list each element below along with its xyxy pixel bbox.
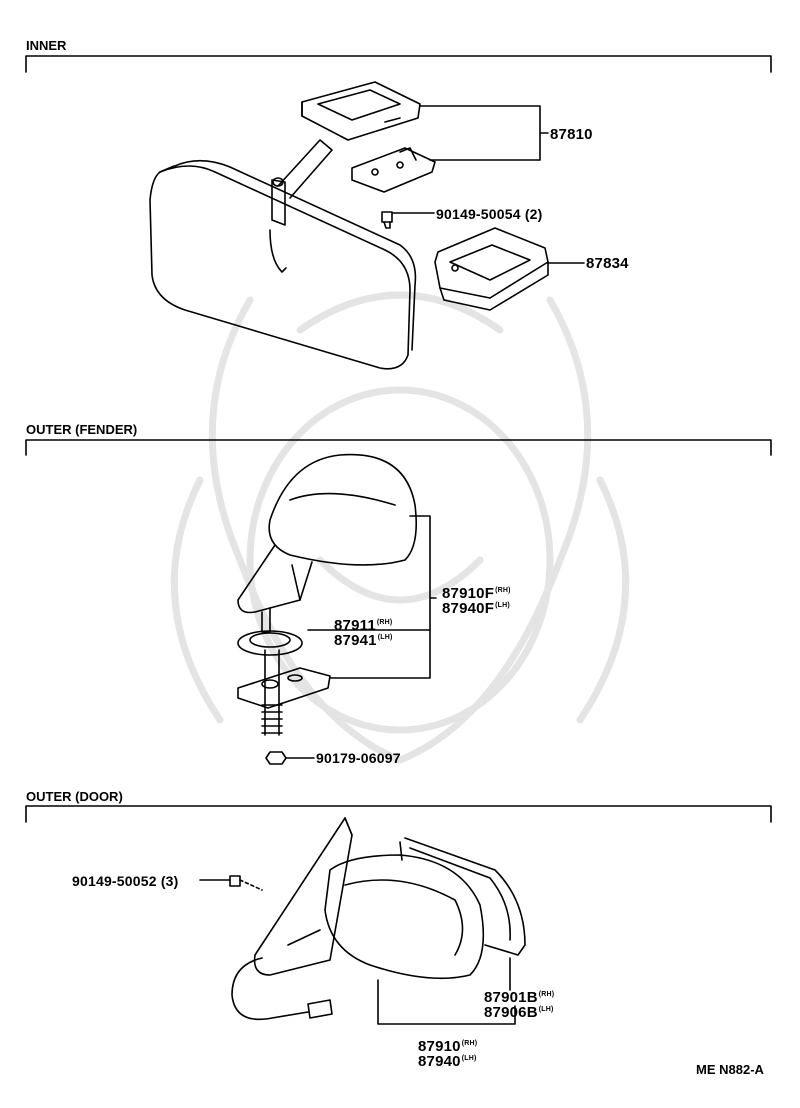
leader-87810	[419, 105, 549, 161]
side-mark-lh: (LH)	[377, 634, 393, 641]
side-mark-rh: (RH)	[538, 991, 555, 998]
fender-mirror-head	[268, 453, 418, 566]
section-title-outer-door: OUTER (DOOR)	[26, 789, 123, 804]
part-number-87834: 87834	[586, 255, 629, 272]
watermark-emblem	[170, 291, 630, 764]
side-mark-lh: (LH)	[538, 1006, 554, 1013]
side-mark-rh: (RH)	[461, 1040, 478, 1047]
fender-base-plate	[237, 667, 331, 709]
door-mirror-cable	[231, 957, 333, 1020]
part-number-90149-50054: 90149-50054 (2)	[436, 206, 543, 222]
door-mirror-base	[253, 817, 353, 976]
inner-screw	[381, 211, 393, 229]
side-mark-lh: (LH)	[495, 602, 510, 609]
fender-nut	[265, 751, 287, 765]
part-number-90149-50052: 90149-50052 (3)	[72, 873, 179, 889]
inner-mount-plate	[351, 147, 436, 193]
part-number-87810: 87810	[550, 126, 593, 143]
inner-mirror-stay	[271, 139, 333, 226]
side-mark-lh: (LH)	[461, 1055, 477, 1062]
door-mirror-glass	[399, 837, 526, 956]
leader-87910F	[307, 515, 437, 679]
door-mirror-housing	[324, 854, 485, 980]
part-number-87910: 87910(RH)	[418, 1038, 478, 1055]
part-number-90179-06097: 90179-06097	[316, 750, 401, 766]
diagram-code: ME N882-A	[696, 1062, 764, 1077]
section-title-outer-fender: OUTER (FENDER)	[26, 422, 138, 437]
side-mark-rh: (RH)	[376, 619, 393, 626]
fender-section-bracket	[25, 439, 772, 456]
side-mark-rh: (RH)	[495, 587, 511, 594]
part-number-87940: 87940(LH)	[418, 1053, 477, 1070]
fender-mirror-stay	[237, 544, 313, 633]
leader-87910	[377, 979, 516, 1025]
part-number-87901B: 87901B(RH)	[484, 989, 555, 1006]
part-number-87940F: 87940F(LH)	[442, 600, 510, 617]
part-number-87910F: 87910F(RH)	[442, 585, 511, 602]
inner-section-bracket	[25, 55, 772, 73]
door-section-bracket	[25, 805, 772, 823]
fender-pad	[237, 630, 303, 656]
section-title-inner: INNER	[26, 38, 67, 53]
part-number-87906B: 87906B(LH)	[484, 1004, 554, 1021]
inner-cover	[434, 227, 549, 311]
inner-mirror-body	[149, 159, 417, 370]
part-number-87911: 87911(RH)	[334, 617, 393, 634]
fender-stud	[261, 649, 283, 736]
part-number-87941: 87941(LH)	[334, 632, 393, 649]
door-screw	[229, 875, 263, 891]
inner-mirror-mount	[301, 81, 421, 141]
